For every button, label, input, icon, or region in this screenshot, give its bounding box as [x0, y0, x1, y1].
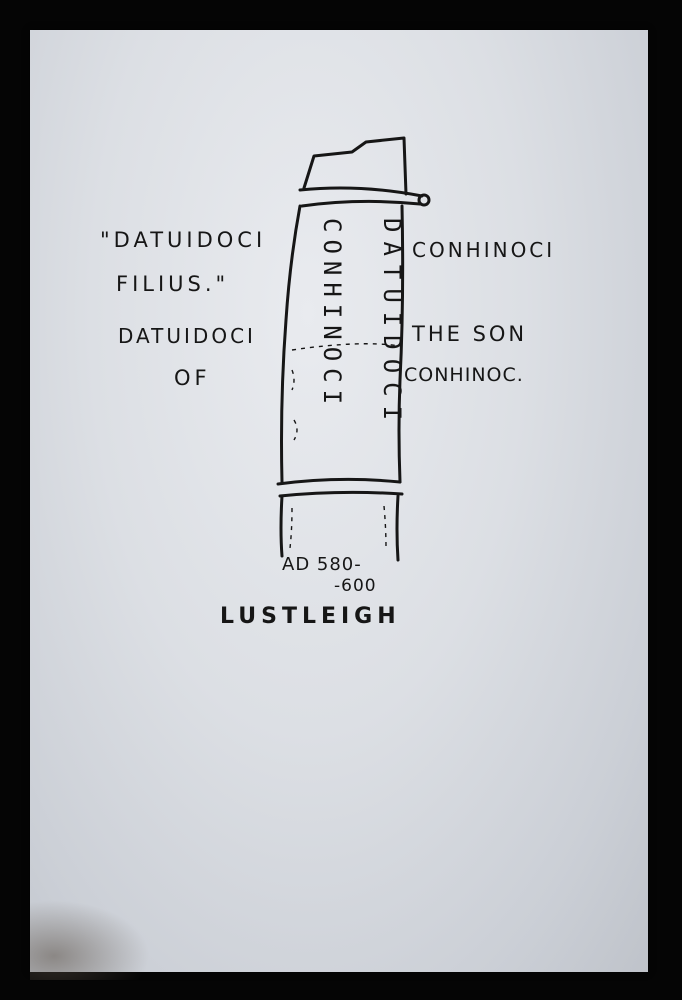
stone-texture-4	[291, 369, 295, 391]
stone-right-side	[397, 204, 405, 484]
inscription-column-left: CONHINOCI	[318, 218, 346, 411]
right-label-the-son: THE SON	[412, 322, 528, 346]
stone-texture-1	[291, 343, 401, 351]
stone-texture-3	[383, 505, 387, 549]
place-name: LUSTLEIGH	[220, 604, 401, 629]
right-label-conhinoci: CONHINOCI	[412, 238, 556, 262]
latin-text-line2: FILIUS."	[116, 272, 230, 296]
stone-texture-2	[289, 507, 293, 549]
translation-name: DATUIDOCI	[118, 324, 256, 348]
inscription-column-right: DATUIDOCI	[378, 218, 406, 429]
date-line1: AD 580-	[282, 554, 362, 575]
stone-upper-band	[298, 186, 424, 208]
corner-shadow	[30, 900, 150, 980]
stone-base-left	[279, 494, 284, 558]
stone-left-side	[280, 204, 302, 484]
latin-text-line1: "DATUIDOCI	[100, 228, 267, 252]
stone-base-right	[395, 494, 400, 562]
right-label-conhinoc: CONHINOC.	[404, 364, 524, 386]
stone-cap	[302, 136, 408, 196]
stone-lower-band	[276, 477, 404, 498]
stone-texture-5	[293, 419, 298, 441]
date-line2: -600	[334, 576, 377, 596]
band-knot-upper	[417, 193, 431, 207]
translation-of: OF	[174, 366, 211, 390]
